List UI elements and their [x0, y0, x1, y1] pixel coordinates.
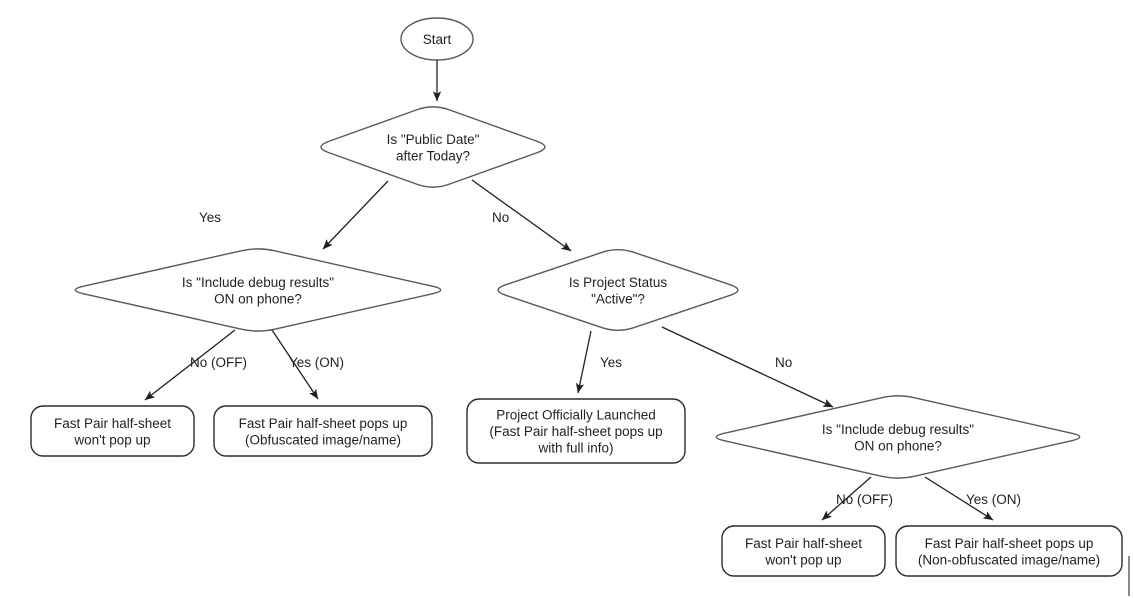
- node-text-line: "Active"?: [591, 291, 645, 306]
- diamond-shape: [320, 106, 546, 188]
- node-text-line: Project Officially Launched: [496, 408, 656, 423]
- edge-public-date-no: No: [471, 179, 572, 252]
- node-text-line: Start: [423, 32, 452, 47]
- node-text-line: ON on phone?: [854, 438, 942, 453]
- edge-label: No (OFF): [836, 492, 893, 507]
- edge-debug-left-yes-on: Yes (ON): [271, 329, 344, 400]
- edge-label: Yes (ON): [966, 492, 1021, 507]
- box-shape: [213, 405, 433, 457]
- node-text-line: Fast Pair half-sheet: [54, 416, 171, 431]
- node-text-line: after Today?: [396, 148, 470, 163]
- node-text-line: Is Project Status: [569, 275, 668, 290]
- node-text-line: Is "Include debug results": [182, 275, 334, 290]
- node-text-line: with full info): [537, 441, 613, 456]
- edge-debug-right-no-off: No (OFF): [821, 476, 893, 521]
- box-shape: [721, 525, 886, 577]
- diamond-shape: [497, 249, 739, 331]
- edge-label: Yes: [600, 355, 622, 370]
- edge-arrow: [271, 329, 319, 400]
- edge-project-status-no: No: [661, 326, 834, 408]
- node-text-line: Fast Pair half-sheet pops up: [925, 536, 1094, 551]
- edge-debug-left-no-off: No (OFF): [144, 329, 247, 401]
- edge-debug-right-yes-on: Yes (ON): [924, 476, 1021, 521]
- node-text-line: won't pop up: [73, 432, 150, 447]
- node-outcome-officially-launched[interactable]: Project Officially Launched(Fast Pair ha…: [466, 398, 686, 464]
- edge-label: Yes (ON): [289, 355, 344, 370]
- node-text-line: won't pop up: [764, 552, 841, 567]
- diamond-shape: [715, 395, 1081, 479]
- box-shape: [30, 405, 195, 457]
- node-text-line: Is "Include debug results": [822, 422, 974, 437]
- ellipse-shape: [400, 17, 474, 61]
- node-outcome-obfuscated[interactable]: Fast Pair half-sheet pops up(Obfuscated …: [213, 405, 433, 457]
- edge-arrow: [471, 179, 572, 252]
- edge-arrow: [322, 180, 389, 250]
- edge-project-status-yes: Yes: [575, 330, 622, 394]
- edge-label: No (OFF): [190, 355, 247, 370]
- edge-arrow: [575, 330, 592, 394]
- node-text-line: Fast Pair half-sheet: [745, 536, 862, 551]
- node-text-line: (Fast Pair half-sheet pops up: [489, 424, 662, 439]
- node-text-line: ON on phone?: [214, 291, 302, 306]
- edge-public-date-yes: Yes: [199, 180, 389, 250]
- node-text-line: (Non-obfuscated image/name): [918, 552, 1100, 567]
- diamond-shape: [74, 248, 442, 332]
- edge-arrow: [144, 329, 236, 401]
- node-outcome-non-obfuscated[interactable]: Fast Pair half-sheet pops up(Non-obfusca…: [895, 525, 1123, 577]
- node-text-line: (Obfuscated image/name): [245, 432, 401, 447]
- box-shape: [895, 525, 1123, 577]
- node-debug-results-left-decision[interactable]: Is "Include debug results"ON on phone?: [74, 248, 442, 332]
- edge-label: No: [492, 210, 509, 225]
- node-text-line: Fast Pair half-sheet pops up: [239, 416, 408, 431]
- edge-label: Yes: [199, 210, 221, 225]
- edge-arrow: [821, 476, 872, 521]
- node-public-date-decision[interactable]: Is "Public Date"after Today?: [320, 106, 546, 188]
- node-text-line: Is "Public Date": [387, 132, 480, 147]
- nodes-layer: Start Is "Public Date"after Today? Is "Inc…: [30, 17, 1123, 577]
- node-project-status-decision[interactable]: Is Project Status"Active"?: [497, 249, 739, 331]
- edge-arrow: [924, 476, 994, 521]
- edge-arrow: [661, 326, 834, 408]
- box-shape: [466, 398, 686, 464]
- node-debug-results-right-decision[interactable]: Is "Include debug results"ON on phone?: [715, 395, 1081, 479]
- node-start[interactable]: Start: [400, 17, 474, 61]
- edge-label: No: [775, 355, 792, 370]
